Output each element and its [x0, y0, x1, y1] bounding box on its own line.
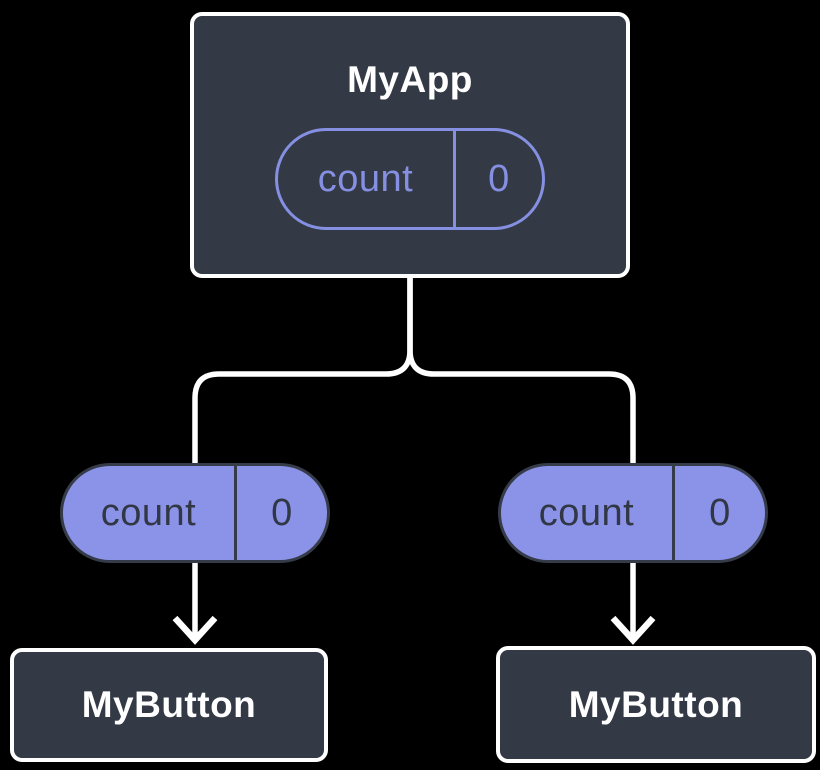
myapp-node: MyApp count 0 [190, 12, 630, 278]
state-pill: count 0 [275, 128, 545, 230]
prop-value-label: 0 [234, 466, 327, 560]
state-name-label: count [317, 158, 414, 200]
prop-name-label: count [538, 492, 635, 534]
node-title: MyApp [347, 59, 473, 100]
arrow-down-icon [610, 615, 656, 645]
node-title: MyButton [81, 684, 257, 725]
prop-pill-right: count 0 [498, 463, 768, 563]
mybutton-node-left: MyButton [10, 648, 328, 762]
arrow-down-icon [172, 615, 218, 645]
prop-pill-left: count 0 [60, 463, 330, 563]
prop-value-label: 0 [672, 466, 765, 560]
state-value-label: 0 [453, 131, 542, 227]
mybutton-node-right: MyButton [496, 646, 816, 763]
node-title: MyButton [568, 683, 744, 725]
connector-left-branch [192, 272, 413, 636]
prop-name-label: count [100, 492, 197, 534]
connector-right-branch [407, 272, 636, 636]
